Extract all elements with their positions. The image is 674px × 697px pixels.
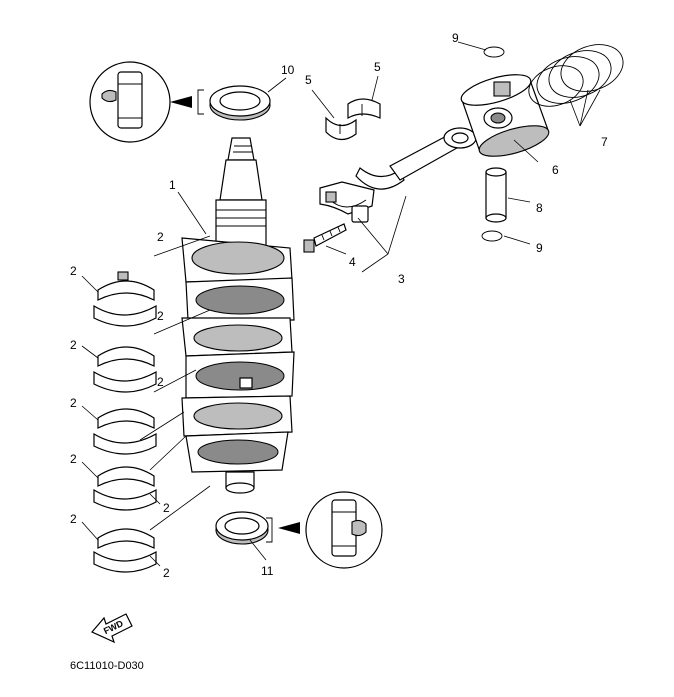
rod-bolt-4 bbox=[303, 223, 347, 253]
main-bearing-3 bbox=[93, 408, 157, 455]
circlip-9-bottom bbox=[481, 230, 503, 242]
callout-2: 2 bbox=[70, 512, 77, 526]
crankshaft bbox=[181, 137, 295, 494]
callout-8: 8 bbox=[536, 201, 543, 215]
drawing-code: 6C11010-D030 bbox=[70, 660, 144, 672]
leader-lines bbox=[81, 41, 601, 567]
seal-orientation-detail-top bbox=[89, 61, 204, 143]
forward-direction-arrow: FWD bbox=[91, 613, 133, 644]
seal-orientation-detail-bottom bbox=[278, 491, 383, 569]
callout-5: 5 bbox=[374, 60, 381, 74]
piston-rings-7 bbox=[528, 44, 624, 107]
piston-pin-8 bbox=[485, 167, 507, 223]
callout-labels: 1 2 2 2 2 2 2 2 2 2 2 3 4 5 5 6 7 8 9 9 … bbox=[70, 31, 608, 580]
callout-11: 11 bbox=[261, 564, 274, 578]
main-bearing-2 bbox=[93, 346, 157, 393]
callout-9: 9 bbox=[536, 241, 543, 255]
callout-2: 2 bbox=[157, 230, 164, 244]
main-bearing-4 bbox=[93, 466, 157, 511]
main-bearing-1 bbox=[93, 271, 157, 327]
main-bearing-set bbox=[93, 271, 157, 573]
oil-seal-10 bbox=[209, 85, 271, 121]
half-bearing-5-right bbox=[347, 98, 381, 120]
callout-10: 10 bbox=[281, 63, 295, 77]
callout-1: 1 bbox=[169, 178, 176, 192]
half-bearing-5-left bbox=[325, 116, 357, 141]
main-bearing-5 bbox=[93, 528, 157, 573]
callout-2: 2 bbox=[70, 452, 77, 466]
callout-2: 2 bbox=[163, 566, 170, 580]
callout-5: 5 bbox=[305, 73, 312, 87]
callout-2: 2 bbox=[70, 264, 77, 278]
connecting-rod bbox=[319, 127, 477, 223]
callout-7: 7 bbox=[601, 135, 608, 149]
callout-2: 2 bbox=[70, 338, 77, 352]
callout-4: 4 bbox=[349, 255, 356, 269]
callout-9: 9 bbox=[452, 31, 459, 45]
callout-2: 2 bbox=[70, 396, 77, 410]
callout-3: 3 bbox=[398, 272, 405, 286]
circlip-9-top bbox=[483, 46, 505, 58]
piston-6 bbox=[460, 74, 550, 157]
oil-seal-11 bbox=[215, 511, 273, 545]
callout-6: 6 bbox=[552, 163, 559, 177]
callout-2: 2 bbox=[157, 375, 164, 389]
callout-2: 2 bbox=[163, 501, 170, 515]
callout-2: 2 bbox=[157, 309, 164, 323]
